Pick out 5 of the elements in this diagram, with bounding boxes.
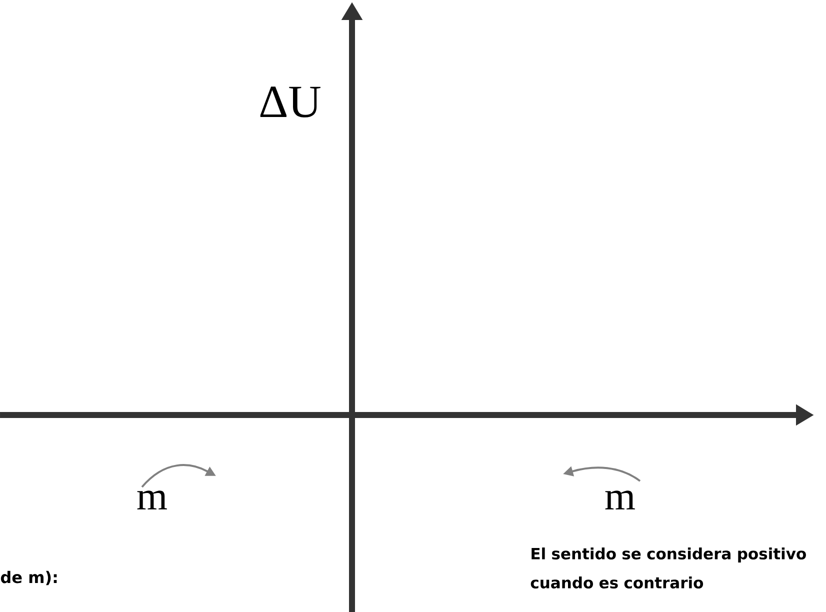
axis-label: ΔU bbox=[260, 86, 320, 118]
variable-label: m bbox=[137, 490, 167, 510]
note-text: El sentido se considera positivo cuando es contrario bbox=[530, 548, 806, 588]
note-text: de m): bbox=[0, 570, 57, 586]
variable-label: m bbox=[605, 490, 635, 510]
